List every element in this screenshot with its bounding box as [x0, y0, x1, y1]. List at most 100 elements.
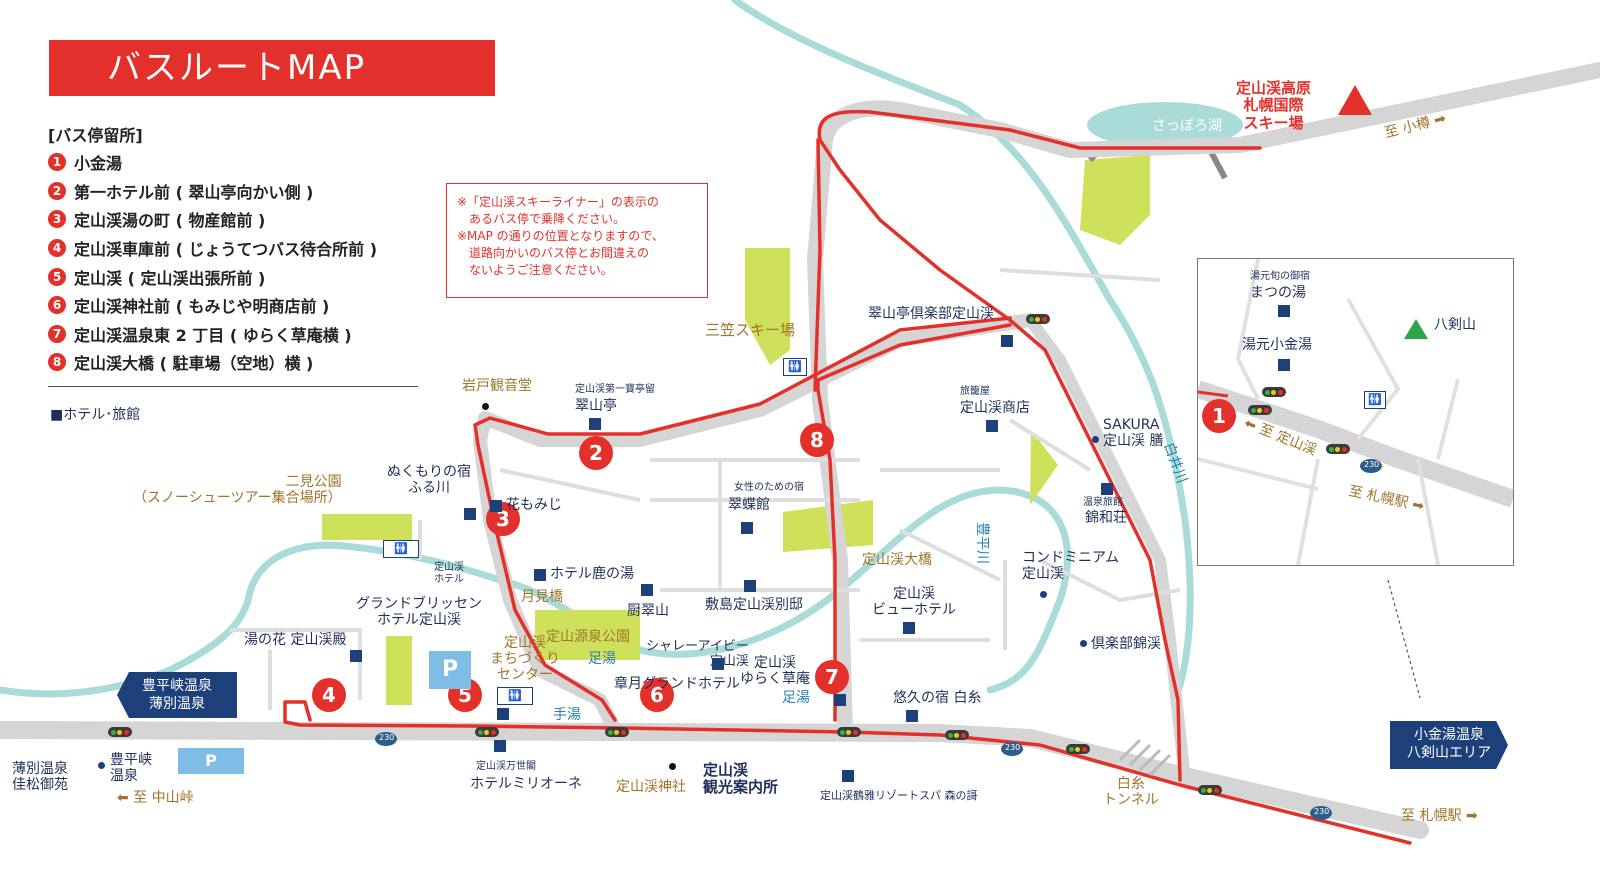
park-gensen: [535, 610, 640, 660]
landmark-dot: [1080, 640, 1087, 647]
stop-number: 1: [48, 153, 66, 172]
traffic-light-icon: [605, 727, 629, 737]
notice-line: あるバス停で乗降ください。: [457, 212, 626, 226]
hotel-marker: [741, 522, 753, 534]
traffic-light-icon: [1326, 444, 1350, 454]
stop-number: 4: [48, 239, 66, 258]
stop-number: 7: [48, 324, 66, 343]
label-futami-park: 二見公園 （スノーシューツアー集合場所）: [133, 474, 342, 507]
hotel-marker: [497, 708, 509, 720]
label-kinwaso: 錦和荘: [1085, 510, 1127, 526]
restroom-icon: 🚻: [783, 358, 807, 376]
traffic-light-icon: [475, 727, 499, 737]
label-view-hotel: 定山渓 ビューホテル: [872, 586, 956, 619]
label-toyohira-river: 豊平川: [974, 522, 990, 564]
hotel-legend: ■ホテル･旅館: [50, 407, 141, 423]
label-yumoto-small: 湯元旬の御宿: [1250, 271, 1310, 282]
stop-number: 3: [48, 210, 66, 229]
hotel-marker: [464, 508, 476, 520]
label-tsukimibashi: 月見橋: [521, 589, 563, 605]
road-east: [1024, 314, 1191, 786]
label-hanamomiji: 花もみじ: [506, 497, 562, 513]
toyohira-river: [244, 486, 1071, 694]
hotel-marker: [712, 658, 724, 670]
label-chalet: シャレーアイビー 定山渓: [646, 639, 749, 669]
bus-stop-7[interactable]: 7: [815, 660, 849, 694]
label-ashiyu: 足湯: [588, 651, 616, 667]
label-yunohana: 湯の花 定山渓殿: [244, 632, 347, 648]
map-title: バスルートMAP: [49, 40, 495, 96]
label-suichoden: 翠蝶館: [728, 497, 770, 513]
hakkenzan-mountain-icon: [1404, 319, 1428, 339]
label-ohashi: 定山渓大橋: [862, 552, 932, 568]
label-hotel-jozankei-small: 定山渓 ホテル: [434, 562, 464, 585]
inset-canvas: [1198, 259, 1513, 565]
label-tsurugaresort: 定山渓鶴雅リゾートスパ 森の謌: [820, 789, 978, 802]
traffic-light-icon: [1248, 405, 1272, 415]
inset-route: [1198, 390, 1229, 398]
landmark-dot: [669, 763, 676, 770]
traffic-light-icon: [1262, 387, 1286, 397]
label-yuraku: 定山渓 ゆらく草庵: [740, 655, 810, 688]
bus-stop-2[interactable]: 2: [579, 436, 613, 470]
label-teyu: 手湯: [553, 707, 581, 723]
label-jinja: 定山渓神社: [616, 779, 686, 795]
park-futami: [322, 514, 412, 540]
traffic-light-icon: [108, 727, 132, 737]
route-230-shield: [1310, 806, 1332, 820]
inset-map: 湯元旬の御宿 まつの湯 八剣山 湯元小金湯 🚻 1 ⬅ 至 定山渓 230 至 …: [1197, 258, 1514, 566]
bus-stop-4[interactable]: 4: [312, 678, 346, 712]
direction-koganeyu-area: 小金湯温泉 八剣山エリア: [1390, 721, 1508, 769]
label-shikanoyu: ホテル鹿の湯: [550, 566, 634, 582]
label-nukumori: ぬくもりの宿 ふる川: [387, 464, 471, 497]
hotel-marker: [534, 569, 546, 581]
traffic-light-icon: [945, 730, 969, 740]
route-230-label: 230: [379, 733, 395, 742]
traffic-light-icon: [1066, 744, 1090, 754]
route-shields: [375, 732, 1332, 820]
notice-line: ないようご注意ください。: [457, 263, 613, 277]
restroom-icon: 🚻: [1364, 391, 1386, 409]
route-230-label: 230: [1364, 460, 1380, 469]
route-230-label: 230: [1005, 743, 1021, 752]
park-mikasa: [745, 248, 790, 365]
legend-heading: [バス停留所]: [48, 126, 143, 145]
stop-name: 定山渓大橋 ( 駐車場（空地）横 ): [74, 354, 314, 374]
bus-stop-1[interactable]: 1: [1202, 399, 1236, 433]
inset-leader: [1387, 579, 1421, 699]
label-gensen-park: 定山源泉公園: [546, 629, 630, 645]
hotel-marker: [1278, 359, 1290, 371]
stop-name: 定山渓 ( 定山渓出張所前 ): [74, 268, 266, 288]
landmark-dot: [1040, 591, 1047, 598]
traffic-light-icon: [1198, 785, 1222, 795]
label-mikasa-ski: 三笠スキー場: [705, 321, 796, 339]
hotel-marker: [641, 584, 653, 596]
label-yumoto-koganeyu: 湯元小金湯: [1242, 337, 1312, 353]
park-ski-top: [1080, 155, 1150, 245]
bus-stop-8[interactable]: 8: [800, 423, 834, 457]
traffic-light-icon: [837, 727, 861, 737]
inset-road-minor: [1198, 259, 1460, 565]
label-suizantei-club: 翠山亭倶楽部定山渓: [868, 306, 994, 322]
inset-road-main: [1198, 380, 1513, 508]
route-230-shield: [1360, 459, 1382, 473]
stop-name: 定山渓神社前 ( もみじや明商店前 ): [74, 297, 330, 317]
stop-name: 定山渓車庫前 ( じょうてつバス待合所前 ): [74, 240, 378, 260]
label-shiraito-tunnel: 白糸 トンネル: [1103, 776, 1159, 809]
notice-line: ※「定山渓スキーライナー」の表示の: [457, 195, 659, 209]
hotel-marker: [1001, 335, 1013, 347]
bus-stop-6[interactable]: 6: [640, 678, 674, 712]
route-north: [816, 323, 1012, 722]
traffic-light-icon: [1026, 314, 1050, 324]
stop-number: 2: [48, 181, 66, 200]
label-condo: コンドミニアム 定山渓: [1022, 550, 1120, 583]
label-josei-small: 女性のための宿: [734, 482, 804, 493]
hotel-marker: [494, 740, 506, 752]
label-suizantei: 翠山亭: [575, 398, 617, 414]
label-shikishima: 敷島定山渓別邸: [705, 597, 803, 613]
notice-box: ※「定山渓スキーライナー」の表示の あるバス停で乗降ください。 ※MAP の通り…: [446, 183, 708, 298]
park-grand: [386, 636, 412, 705]
minor-roads: [230, 268, 1181, 710]
ski-mountain-icon: [1338, 85, 1372, 115]
